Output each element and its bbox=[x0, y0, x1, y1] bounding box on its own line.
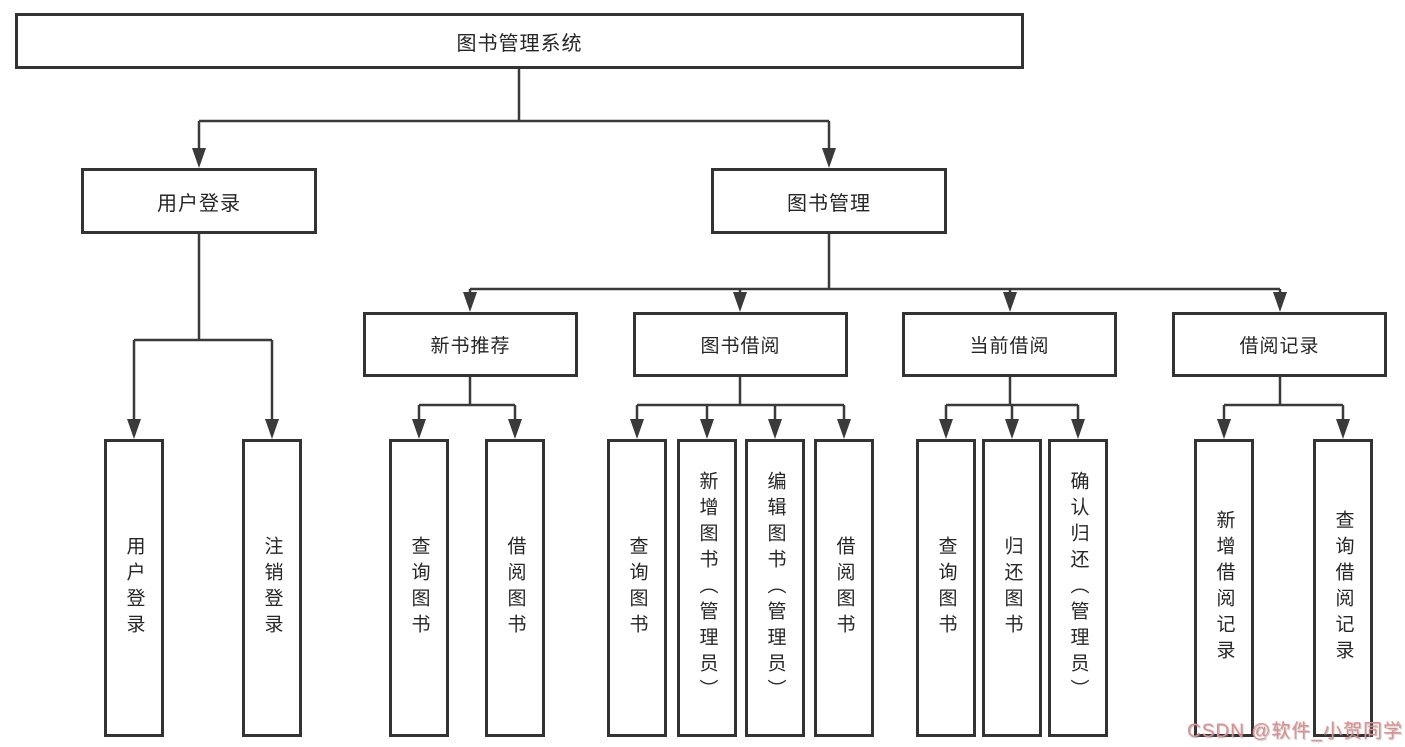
leaf-add-borrow-record: 新增借阅记录 bbox=[1194, 439, 1254, 737]
leaf-borrow-books-recommend: 借阅图书 bbox=[485, 439, 545, 737]
node-label: 图书管理系统 bbox=[456, 32, 583, 55]
leaf-borrow-books: 借阅图书 bbox=[814, 439, 874, 737]
leaf-label: 查询图书 bbox=[935, 536, 957, 640]
leaf-user-login: 用户登录 bbox=[104, 439, 164, 737]
leaf-label: 查询图书 bbox=[408, 536, 430, 640]
leaf-add-book-admin: 新增图书（管理员） bbox=[677, 439, 737, 737]
leaf-edit-book-admin: 编辑图书（管理员） bbox=[745, 439, 805, 737]
leaf-query-books-current: 查询图书 bbox=[916, 439, 976, 737]
leaf-label: 编辑图书（管理员） bbox=[764, 471, 786, 705]
leaf-query-books-borrow: 查询图书 bbox=[607, 439, 667, 737]
leaf-query-books-recommend: 查询图书 bbox=[389, 439, 449, 737]
leaf-label: 注销登录 bbox=[261, 536, 283, 640]
node-label: 新书推荐 bbox=[430, 336, 511, 357]
leaf-label: 新增借阅记录 bbox=[1213, 510, 1235, 666]
node-new-book-recommendation: 新书推荐 bbox=[363, 312, 578, 377]
leaf-label: 归还图书 bbox=[1001, 536, 1023, 640]
node-label: 图书借阅 bbox=[700, 336, 781, 357]
node-library-management-system: 图书管理系统 bbox=[15, 13, 1024, 69]
node-user-login: 用户登录 bbox=[81, 168, 317, 234]
node-label: 用户登录 bbox=[157, 192, 241, 215]
node-current-borrowing: 当前借阅 bbox=[902, 312, 1117, 377]
node-label: 当前借阅 bbox=[969, 336, 1050, 357]
leaf-label: 借阅图书 bbox=[833, 536, 855, 640]
leaf-label: 借阅图书 bbox=[504, 536, 526, 640]
node-label: 图书管理 bbox=[787, 192, 871, 215]
leaf-label: 查询图书 bbox=[626, 536, 648, 640]
leaf-label: 查询借阅记录 bbox=[1332, 510, 1354, 666]
leaf-label: 新增图书（管理员） bbox=[696, 471, 718, 705]
node-book-borrowing: 图书借阅 bbox=[633, 312, 848, 377]
csdn-watermark: CSDN @软件_小贺同学 bbox=[1187, 721, 1403, 742]
leaf-query-borrow-record: 查询借阅记录 bbox=[1313, 439, 1373, 737]
node-label: 借阅记录 bbox=[1239, 336, 1320, 357]
leaf-logout: 注销登录 bbox=[242, 439, 302, 737]
leaf-confirm-return-admin: 确认归还（管理员） bbox=[1048, 439, 1108, 737]
leaf-return-books: 归还图书 bbox=[982, 439, 1042, 737]
leaf-label: 确认归还（管理员） bbox=[1067, 471, 1089, 705]
leaf-label: 用户登录 bbox=[123, 536, 145, 640]
node-book-management: 图书管理 bbox=[711, 168, 947, 234]
node-borrowing-records: 借阅记录 bbox=[1172, 312, 1387, 377]
